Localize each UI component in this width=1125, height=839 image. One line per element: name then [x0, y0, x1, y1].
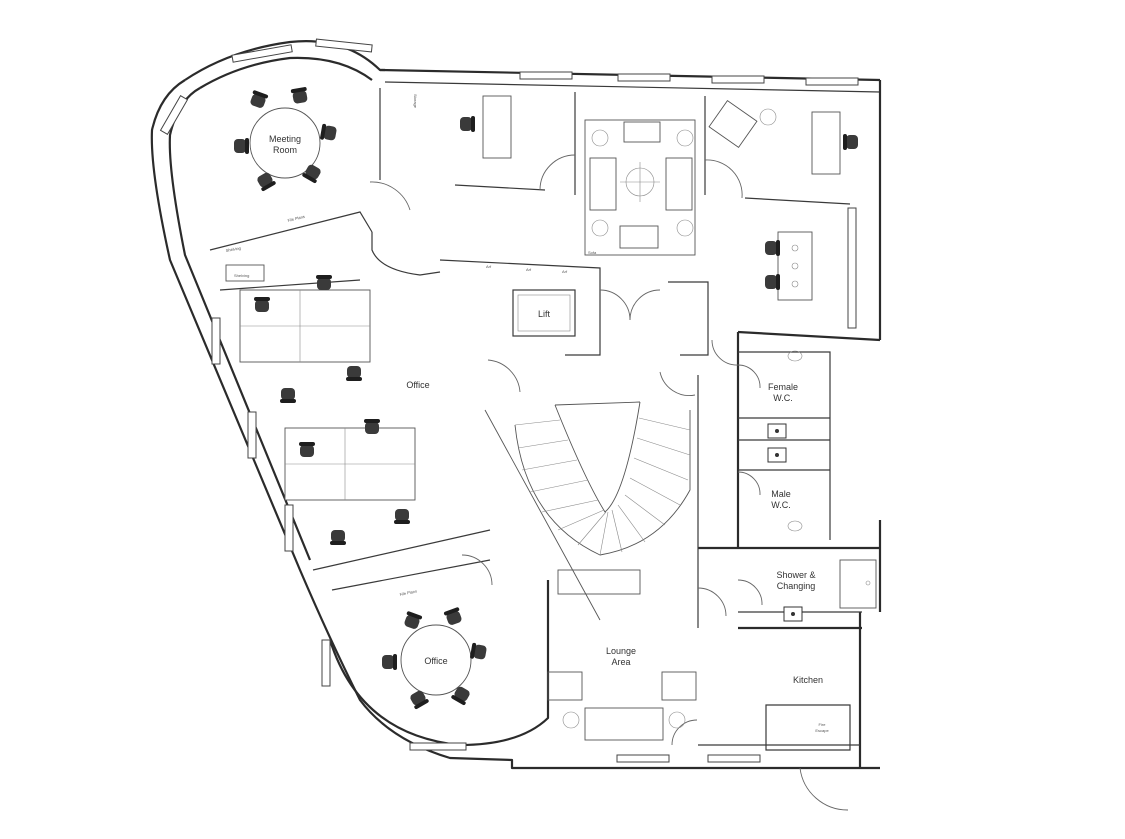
- office-chair-icon: [470, 642, 487, 660]
- small-labels: File Plans File Plans Shelving Shelving …: [225, 94, 597, 597]
- lounge-label-line1: Lounge: [606, 646, 636, 656]
- male-wc-label-line1: Male: [771, 489, 791, 499]
- door-swing-icon: [737, 364, 761, 389]
- toilet-icon: [787, 350, 803, 362]
- sofa-mark-2: Arf: [526, 267, 532, 272]
- shower-label-line2: Changing: [777, 581, 816, 591]
- office-chair-icon: [460, 116, 475, 132]
- sofa: [584, 707, 664, 741]
- lounge-label-line2: Area: [611, 657, 630, 667]
- office-chair-icon: [280, 388, 296, 403]
- door-swing-icon: [461, 554, 493, 586]
- office-chair-icon: [302, 164, 321, 184]
- door-swing-icon: [369, 181, 411, 211]
- door-swing-icon: [704, 159, 743, 199]
- file-plans-top-label: File Plans: [287, 214, 305, 223]
- office-chair-icon: [290, 87, 308, 104]
- door-swing-icon: [737, 471, 761, 496]
- male-wc-label-line2: W.C.: [771, 500, 791, 510]
- door-swing-icon: [799, 767, 849, 811]
- office-chair-icon: [410, 690, 429, 710]
- office-chair-icon: [843, 134, 858, 150]
- armchair: [547, 671, 583, 701]
- toilet-icon: [787, 520, 803, 532]
- sofa-label: Sofa: [588, 250, 597, 255]
- office-chair-icon: [234, 138, 249, 154]
- office-chair-icon: [765, 240, 780, 256]
- file-plans-bottom-label: File Plans: [399, 588, 417, 597]
- sofa-mark-1: Arf: [486, 264, 492, 269]
- sinks: [767, 423, 803, 622]
- desk: [482, 95, 512, 159]
- office-round-table: [400, 624, 472, 696]
- door-swing-icon: [711, 339, 739, 366]
- office-chair-icon: [451, 686, 470, 706]
- office-chair-icon: [250, 90, 269, 108]
- office-chair-icon: [394, 509, 410, 524]
- office-chair-icon: [346, 366, 362, 381]
- office-chair-icon: [254, 297, 270, 312]
- office-chair-icon: [443, 607, 462, 625]
- door-swings: [369, 154, 849, 811]
- office-chair-icon: [320, 123, 337, 141]
- furniture: [225, 95, 877, 741]
- door-swing-icon: [671, 719, 698, 746]
- fire-escape-label-line2: Escape: [815, 728, 829, 733]
- chairs: [234, 87, 858, 710]
- office-chair-icon: [330, 530, 346, 545]
- meeting-room-label-line2: Room: [273, 145, 297, 155]
- lift-shaft: [512, 289, 576, 337]
- shower-label-line1: Shower &: [776, 570, 815, 580]
- office-chair-icon: [364, 419, 380, 434]
- room-labels: Meeting Room Office Office Lift Female W…: [269, 134, 829, 733]
- lounge-bench: [557, 569, 641, 595]
- meeting-table: [249, 107, 321, 179]
- sofa-mark-3: Arf: [562, 269, 568, 274]
- door-swing-icon: [659, 371, 696, 396]
- storage-label: Storage: [413, 94, 418, 109]
- office-main-label: Office: [406, 380, 429, 390]
- standing-desk: [777, 231, 813, 301]
- door-swing-icon: [539, 154, 576, 191]
- office-chair-icon: [316, 275, 332, 290]
- office-chair-icon: [257, 172, 276, 192]
- interior-walls: [209, 88, 881, 751]
- shelving-1-label: Shelving: [225, 245, 241, 253]
- desk: [811, 111, 841, 175]
- armchair: [661, 671, 697, 701]
- office-chair-icon: [765, 274, 780, 290]
- office-chair-icon: [382, 654, 397, 670]
- door-swing-icon: [629, 289, 661, 321]
- lift-label: Lift: [538, 309, 551, 319]
- staircase-icon: [514, 401, 691, 556]
- female-wc-label-line1: Female: [768, 382, 798, 392]
- door-swing-icon: [737, 579, 763, 606]
- meeting-room-label-line1: Meeting: [269, 134, 301, 144]
- fire-escape-label-line1: Fire: [819, 722, 827, 727]
- kitchen-label: Kitchen: [793, 675, 823, 685]
- door-swing-icon: [697, 587, 727, 617]
- female-wc-label-line2: W.C.: [773, 393, 793, 403]
- office-chair-icon: [404, 611, 423, 629]
- windows: [159, 38, 859, 763]
- door-swing-icon: [599, 289, 631, 321]
- office-chair-icon: [299, 442, 315, 457]
- shelving-2-label: Shelving: [234, 273, 249, 278]
- door-swing-icon: [487, 359, 521, 393]
- office-round-label: Office: [424, 656, 447, 666]
